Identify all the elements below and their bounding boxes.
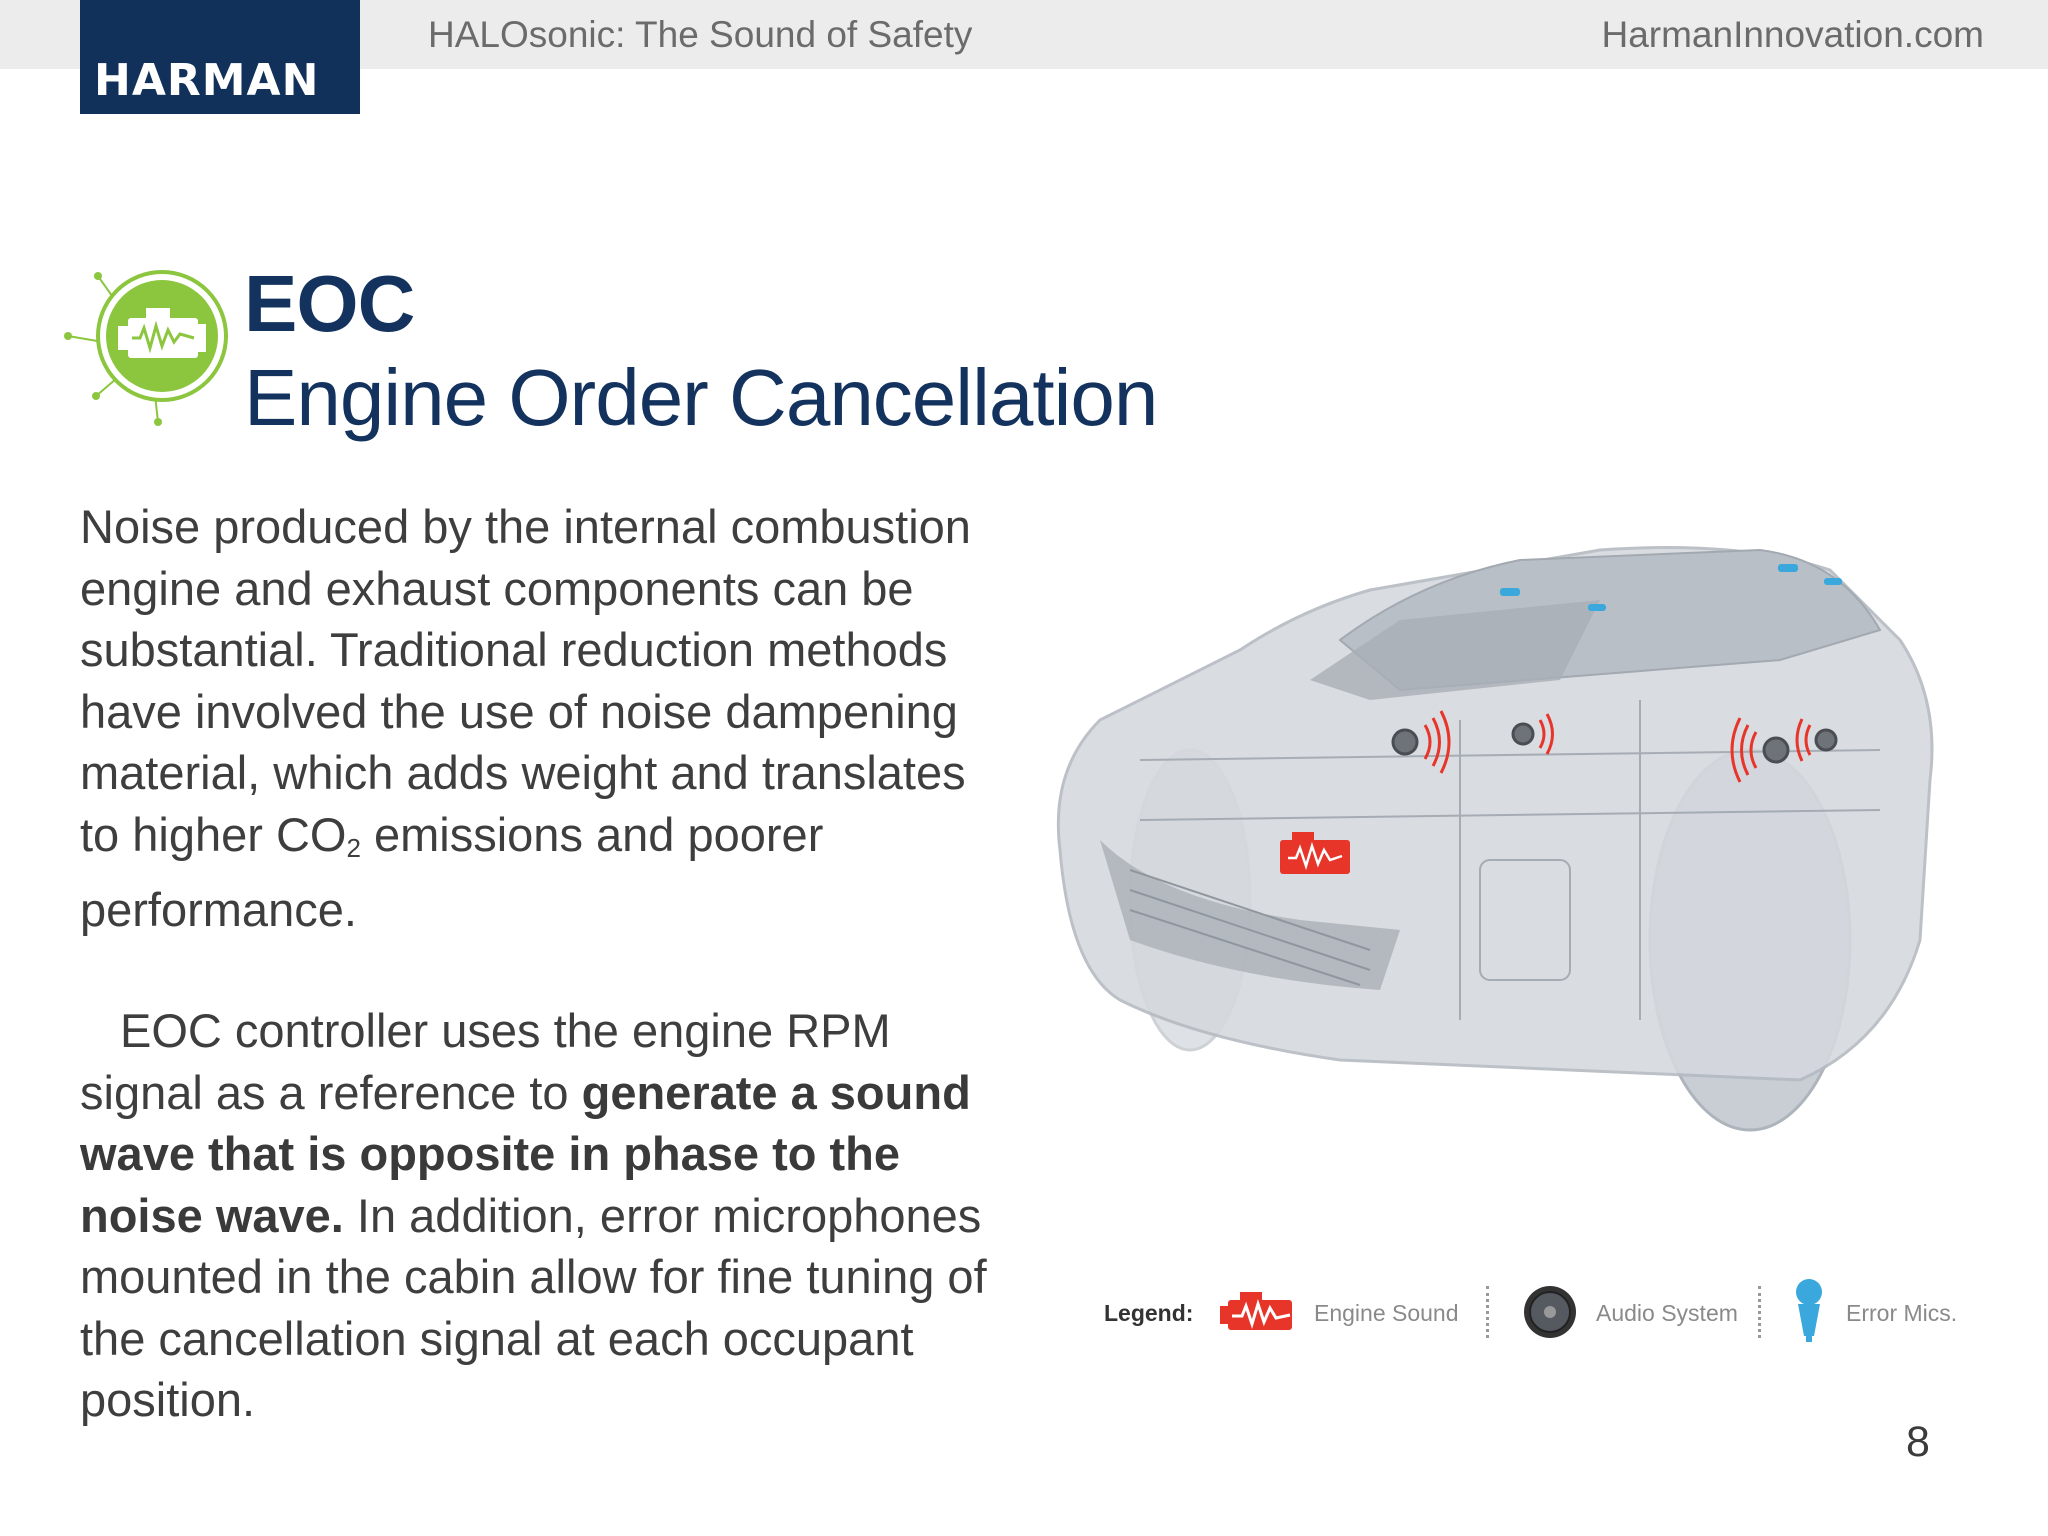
engine-sound-icon	[1220, 1292, 1292, 1330]
brand-name: HARMAN	[94, 55, 320, 106]
microphone-icon	[1796, 1279, 1822, 1342]
legend-label: Legend:	[1104, 1300, 1194, 1326]
website-url: HarmanInnovation.com	[1601, 14, 1984, 55]
paragraph-text: emissions and poorer performance.	[80, 807, 824, 937]
legend-audio-system: Audio System	[1596, 1300, 1738, 1326]
legend-divider	[1486, 1286, 1489, 1338]
harman-logo: HARMAN	[80, 0, 360, 114]
bold-emphasis: generate a sound wave that is opposite i…	[80, 1065, 971, 1242]
paragraph-text: Noise produced by the internal combustio…	[80, 500, 971, 861]
page-number: 8	[1906, 1418, 1930, 1466]
paragraph-text: In addition, error microphones mounted i…	[80, 1188, 987, 1427]
section-title: EOC	[244, 259, 415, 348]
legend-error-mics: Error Mics.	[1846, 1300, 1958, 1326]
legend-engine-sound: Engine Sound	[1314, 1300, 1459, 1326]
paragraph-controller: EOC controller uses the engine RPM signa…	[80, 1000, 1000, 1431]
paragraph-text: EOC controller uses the engine RPM signa…	[80, 1004, 891, 1119]
paragraph-noise: Noise produced by the internal combustio…	[80, 496, 1000, 941]
section-subtitle: Engine Order Cancellation	[244, 353, 1158, 442]
legend: Legend: Engine Sound Audio System Error …	[1104, 1279, 1964, 1342]
engine-icon	[64, 270, 228, 426]
legend-divider	[1758, 1286, 1761, 1338]
subscript: 2	[346, 832, 361, 863]
car-illustration	[1056, 546, 1934, 1132]
presentation-title: HALOsonic: The Sound of Safety	[428, 14, 973, 55]
speaker-icon	[1524, 1286, 1576, 1338]
